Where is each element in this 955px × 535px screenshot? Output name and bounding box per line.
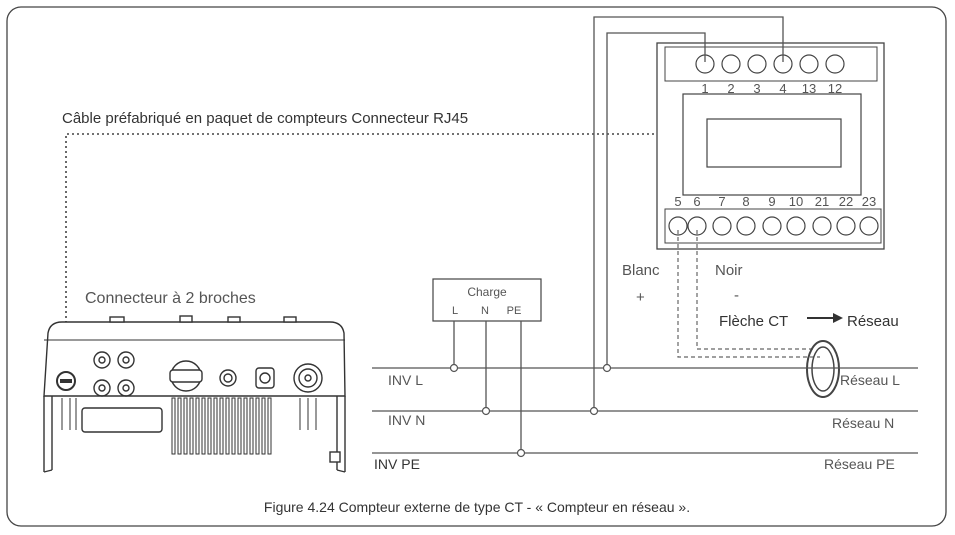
- cable-caption: Câble préfabriqué en paquet de compteurs…: [62, 110, 468, 127]
- connector-caption: Connecteur à 2 broches: [85, 290, 256, 307]
- dc-connector-icon: [93, 379, 111, 397]
- terminal-number: 13: [802, 81, 816, 96]
- meter-terminal-bottom: [687, 216, 707, 236]
- ct-arrow-label: Flèche CT: [719, 313, 788, 330]
- meter-terminal-top: [825, 54, 845, 74]
- ct-wire-white: [677, 230, 820, 358]
- plus-label: +: [636, 289, 645, 306]
- terminal-number: 8: [742, 194, 749, 209]
- dc-connector-icon: [93, 351, 111, 369]
- inv-n-label: INV N: [388, 412, 425, 428]
- figure-caption: Figure 4.24 Compteur externe de type CT …: [264, 499, 690, 515]
- load-title: Charge: [467, 285, 507, 299]
- junction-dots: [449, 363, 612, 458]
- meter-terminal-bottom: [762, 216, 782, 236]
- dc-connector-icon: [117, 379, 135, 397]
- terminal-number: 3: [753, 81, 760, 96]
- inv-l-label: INV L: [388, 372, 423, 388]
- wire-terminal-1: [606, 32, 706, 368]
- meter-terminal-top: [747, 54, 767, 74]
- blanc-label: Blanc: [622, 262, 660, 279]
- terminal-number: 6: [693, 194, 700, 209]
- reseau-direction-label: Réseau: [847, 313, 899, 330]
- terminal-number: 7: [718, 194, 725, 209]
- meter-terminal-bottom: [712, 216, 732, 236]
- load-n-label: N: [481, 305, 489, 317]
- meter-terminal-bottom: [786, 216, 806, 236]
- load-pe-label: PE: [507, 305, 522, 317]
- terminal-number: 21: [815, 194, 829, 209]
- terminal-number: 10: [789, 194, 803, 209]
- figure-frame: [6, 6, 947, 527]
- grid-l-label: Réseau L: [840, 372, 900, 388]
- terminal-number: 1: [701, 81, 708, 96]
- load-box: Charge L N PE: [432, 278, 542, 322]
- ct-wire-black: [696, 230, 816, 350]
- ct-clamp: [806, 340, 840, 398]
- com-port-icon: [255, 367, 275, 389]
- meter-terminal-bottom: [668, 216, 688, 236]
- terminal-number: 12: [828, 81, 842, 96]
- terminal-number: 4: [779, 81, 786, 96]
- ac-connector-icon: [293, 363, 323, 393]
- inv-pe-label: INV PE: [374, 456, 420, 472]
- meter-terminal-bottom: [736, 216, 756, 236]
- meter-terminal-bottom: [859, 216, 879, 236]
- meter-terminal-bottom: [812, 216, 832, 236]
- terminal-number: 23: [862, 194, 876, 209]
- grid-pe-label: Réseau PE: [824, 456, 895, 472]
- terminal-number: 2: [727, 81, 734, 96]
- wire-terminal-4: [593, 16, 784, 411]
- meter-terminal-bottom: [836, 216, 856, 236]
- minus-label: -: [734, 287, 739, 304]
- terminal-number: 9: [768, 194, 775, 209]
- rj45-connector-icon: [56, 371, 76, 391]
- load-l-label: L: [452, 305, 458, 317]
- vent-icon: [219, 369, 237, 387]
- grid-n-label: Réseau N: [832, 415, 894, 431]
- terminal-number: 5: [674, 194, 681, 209]
- meter-terminal-top: [799, 54, 819, 74]
- noir-label: Noir: [715, 262, 743, 279]
- meter-display: [682, 93, 862, 196]
- meter-terminal-top: [721, 54, 741, 74]
- inverter: [43, 315, 346, 473]
- dc-connector-icon: [117, 351, 135, 369]
- terminal-number: 22: [839, 194, 853, 209]
